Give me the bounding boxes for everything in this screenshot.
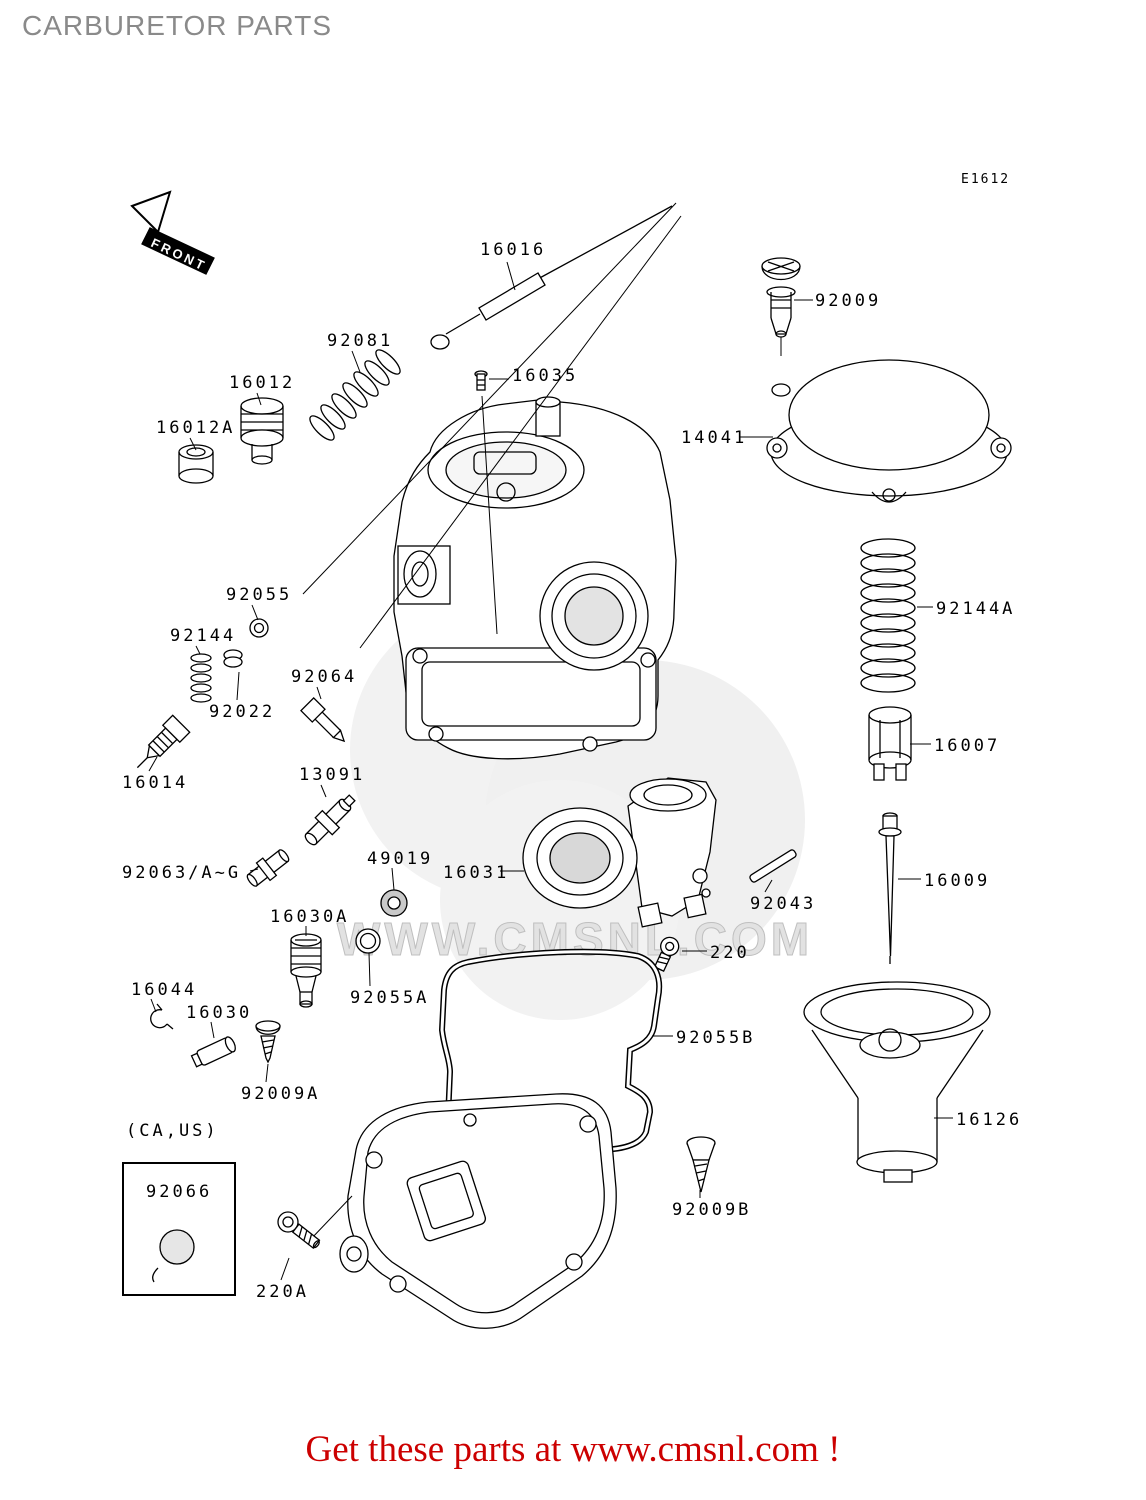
part-label-92043: 92043 xyxy=(750,894,817,914)
part-label-16009: 16009 xyxy=(924,871,991,891)
part-label-92055b: 92055B xyxy=(676,1028,756,1048)
part-drawing-16030 xyxy=(190,1036,236,1068)
variant-box-ca-us xyxy=(122,1162,236,1296)
part-label-ca-us: (CA,US) xyxy=(126,1121,219,1141)
part-label-16030: 16030 xyxy=(186,1003,253,1023)
part-label-92081: 92081 xyxy=(327,331,394,351)
part-label-220: 220 xyxy=(710,943,750,963)
part-label-92009b: 92009B xyxy=(672,1200,752,1220)
page-title: CARBURETOR PARTS xyxy=(22,10,333,41)
part-drawing-92081 xyxy=(309,349,401,441)
part-label-16012: 16012 xyxy=(229,373,296,393)
pointer-lines xyxy=(302,202,682,649)
part-drawing-16126 xyxy=(803,981,991,1183)
part-drawing-92144 xyxy=(190,649,243,703)
part-drawing-49019 xyxy=(380,889,408,917)
part-drawing-13091 xyxy=(304,794,356,846)
part-drawing-16030a xyxy=(290,933,322,1008)
part-label-16031: 16031 xyxy=(443,863,510,883)
part-label-16016: 16016 xyxy=(480,240,547,260)
part-label-16030a: 16030A xyxy=(270,907,350,927)
part-drawing-92009 xyxy=(761,257,801,356)
part-drawing-float-bowl xyxy=(339,1093,617,1329)
part-label-92055a: 92055A xyxy=(350,988,430,1008)
part-drawing-16031 xyxy=(522,777,717,928)
part-label-220a: 220A xyxy=(256,1282,309,1302)
part-drawing-16012a xyxy=(178,444,214,484)
part-drawing-92064 xyxy=(300,697,346,743)
part-label-92022: 92022 xyxy=(209,702,276,722)
part-drawing-14041 xyxy=(766,359,1012,503)
part-label-92144: 92144 xyxy=(170,626,237,646)
watermark-text: WWW.CMSNL.COM xyxy=(337,913,813,965)
part-label-92064: 92064 xyxy=(291,667,358,687)
part-label-16035: 16035 xyxy=(512,366,579,386)
part-label-92063-a-g: 92063/A~G xyxy=(122,863,242,883)
part-label-92009: 92009 xyxy=(815,291,882,311)
part-label-14041: 14041 xyxy=(681,428,748,448)
leader-lines xyxy=(148,261,953,1281)
footer-banner: Get these parts at www.cmsnl.com ! xyxy=(305,1429,841,1470)
part-drawing-body xyxy=(393,396,677,760)
part-label-92066: 92066 xyxy=(146,1182,213,1202)
part-drawing-92043 xyxy=(749,849,797,883)
diagram-code: E1612 xyxy=(961,172,1011,187)
part-drawing-92009b xyxy=(686,1136,716,1193)
part-label-16012a: 16012A xyxy=(156,418,236,438)
part-drawing-16035 xyxy=(474,370,488,391)
part-drawing-16012 xyxy=(240,397,284,465)
part-drawing-16014 xyxy=(136,714,191,769)
part-drawing-92055a xyxy=(355,928,381,954)
part-drawing-16007 xyxy=(868,706,912,781)
part-drawing-220 xyxy=(653,936,680,973)
part-label-16007: 16007 xyxy=(934,736,1001,756)
variant-part-drawing-92066 xyxy=(152,1229,195,1283)
part-label-92055: 92055 xyxy=(226,585,293,605)
part-drawing-16009 xyxy=(878,812,902,964)
front-arrow: FRONT xyxy=(130,190,215,275)
part-drawing-16044 xyxy=(150,1003,174,1030)
part-label-16044: 16044 xyxy=(131,980,198,1000)
part-label-13091: 13091 xyxy=(299,765,366,785)
part-label-16014: 16014 xyxy=(122,773,189,793)
part-label-92144a: 92144A xyxy=(936,599,1016,619)
part-label-49019: 49019 xyxy=(367,849,434,869)
part-drawing-220a xyxy=(277,1195,353,1250)
part-drawing-92055b xyxy=(438,948,663,1154)
part-drawing-92009a xyxy=(255,1020,281,1064)
part-drawing-92063 xyxy=(246,849,290,887)
part-drawing-92144a xyxy=(860,538,916,693)
part-drawing-16016 xyxy=(430,205,673,350)
part-label-16126: 16126 xyxy=(956,1110,1023,1130)
part-drawing-92055 xyxy=(249,618,269,638)
part-label-92009a: 92009A xyxy=(241,1084,321,1104)
